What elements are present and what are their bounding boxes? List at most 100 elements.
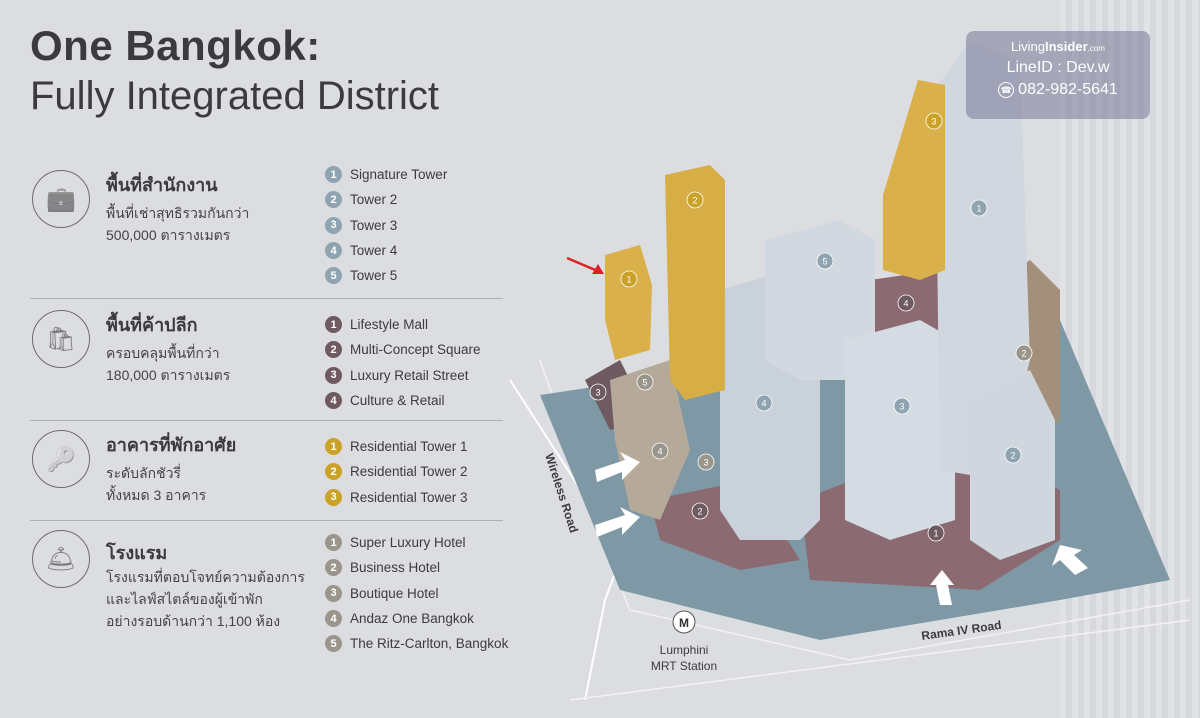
map-marker-number: 1 <box>933 529 938 539</box>
map-marker-office <box>755 394 773 412</box>
watermark-line-id: LineID : Dev.w <box>1006 59 1110 76</box>
map-marker-retail <box>897 294 915 312</box>
number-badge: 2 <box>325 191 342 209</box>
legend-label: Luxury Retail Street <box>350 367 469 383</box>
brand-light: Living <box>1011 39 1045 54</box>
road-line <box>569 619 1191 701</box>
map-marker-number: 1 <box>626 275 631 285</box>
legend-label: Tower 4 <box>350 243 398 259</box>
residential-tower <box>605 245 652 360</box>
map-marker-retail <box>691 502 709 520</box>
map-marker-number: 2 <box>697 507 702 517</box>
map-marker-number: 4 <box>903 299 908 309</box>
district-map: Wireless Road Rama IV Road M Lumphini MR… <box>509 40 1191 701</box>
legend-label: Boutique Hotel <box>350 585 439 601</box>
map-marker-number: 5 <box>642 378 647 388</box>
legend-label: Residential Tower 1 <box>350 439 468 455</box>
brand-bold: Insider <box>1045 39 1088 54</box>
section-divider <box>30 520 503 521</box>
mrt-station-label: MRT Station <box>651 659 717 673</box>
legend-item: 1 Signature Tower <box>325 162 447 187</box>
map-marker-number: 2 <box>1021 349 1026 359</box>
number-badge: 5 <box>325 635 342 653</box>
map-marker-office <box>1004 446 1022 464</box>
map-marker-office <box>970 199 988 217</box>
map-marker-number: 2 <box>692 196 697 206</box>
section-title: โรงแรม <box>106 543 168 563</box>
legend-item: 5 Tower 5 <box>325 263 447 288</box>
mrt-station-label: Lumphini <box>660 643 709 657</box>
number-badge: 1 <box>325 166 342 184</box>
map-marker-number: 4 <box>657 447 662 457</box>
map-marker-number: 5 <box>822 257 827 267</box>
map-marker-retail <box>589 383 607 401</box>
legend-label: Residential Tower 3 <box>350 489 468 505</box>
legend-item: 4 Tower 4 <box>325 238 447 263</box>
map-marker-number: 3 <box>899 402 904 412</box>
phone-icon: ☎ <box>998 81 1015 98</box>
legend-label: Residential Tower 2 <box>350 464 468 480</box>
legend-item: 3 Boutique Hotel <box>325 581 508 606</box>
section-divider <box>30 298 503 299</box>
background-stripes <box>1060 0 1200 718</box>
section-description: โรงแรมที่ตอบโจทย์ความต้องการ และไลฟ์สไตล… <box>106 569 305 629</box>
residential-tower <box>883 80 945 280</box>
pointer-arrow <box>566 256 601 274</box>
section-divider <box>30 420 503 421</box>
legend-label: Multi-Concept Square <box>350 342 481 358</box>
rama-iv-road-label: Rama IV Road <box>920 618 1002 643</box>
watermark: LivingInsider.com LineID : Dev.w ☎082-98… <box>966 31 1150 119</box>
legend-label: Culture & Retail <box>350 393 445 409</box>
section-description: ครอบคลุมพื้นที่กว่า 180,000 ตารางเมตร <box>106 345 231 383</box>
map-marker-number: 2 <box>1010 451 1015 461</box>
legend-label: Business Hotel <box>350 560 441 576</box>
section-description: พื้นที่เช่าสุทธิรวมกันกว่า 500,000 ตาราง… <box>106 205 250 243</box>
number-badge: 3 <box>325 216 342 234</box>
legend-label: Tower 5 <box>350 268 398 284</box>
legend-item: 2 Multi-Concept Square <box>325 337 481 362</box>
number-badge: 5 <box>325 267 342 285</box>
map-marker-hotel <box>697 453 715 471</box>
shopping-bags-icon: 🛍 <box>32 310 90 368</box>
office-tower <box>970 370 1055 560</box>
keys-icon: 🔑 <box>32 430 90 488</box>
map-marker-number: 3 <box>931 117 936 127</box>
map-marker-number: 1 <box>976 204 981 214</box>
legend-item: 2 Tower 2 <box>325 187 447 212</box>
map-marker-hotel <box>651 442 669 460</box>
section-title: พื้นที่ค้าปลีก <box>106 315 198 335</box>
number-badge: 2 <box>325 341 342 359</box>
number-badge: 2 <box>325 559 342 577</box>
legend-item: 1 Residential Tower 1 <box>325 434 468 459</box>
residential-tower <box>665 165 725 400</box>
map-marker-retail <box>927 524 945 542</box>
map-marker-office <box>816 252 834 270</box>
number-badge: 1 <box>325 438 342 456</box>
brand-suffix: .com <box>1087 44 1105 53</box>
section-title: อาคารที่พักอาศัย <box>106 435 237 455</box>
legend-label: Tower 2 <box>350 192 398 208</box>
pointer-arrow-head <box>592 264 604 274</box>
number-badge: 4 <box>325 242 342 260</box>
number-badge: 3 <box>325 366 342 384</box>
map-marker-residential <box>925 112 943 130</box>
map-marker-number: 3 <box>595 388 600 398</box>
legend-item: 2 Business Hotel <box>325 555 508 580</box>
number-badge: 3 <box>325 584 342 602</box>
legend-label: The Ritz-Carlton, Bangkok <box>350 636 509 652</box>
number-badge: 1 <box>325 534 342 552</box>
page-subtitle: Fully Integrated District <box>30 74 440 118</box>
legend-label: Signature Tower <box>350 167 448 183</box>
section-description: ระดับลักชัวรี่ ทั้งหมด 3 อาคาร <box>106 465 207 503</box>
legend-item: 3 Luxury Retail Street <box>325 363 481 388</box>
number-badge: 4 <box>325 392 342 410</box>
map-marker-number: 4 <box>761 399 766 409</box>
